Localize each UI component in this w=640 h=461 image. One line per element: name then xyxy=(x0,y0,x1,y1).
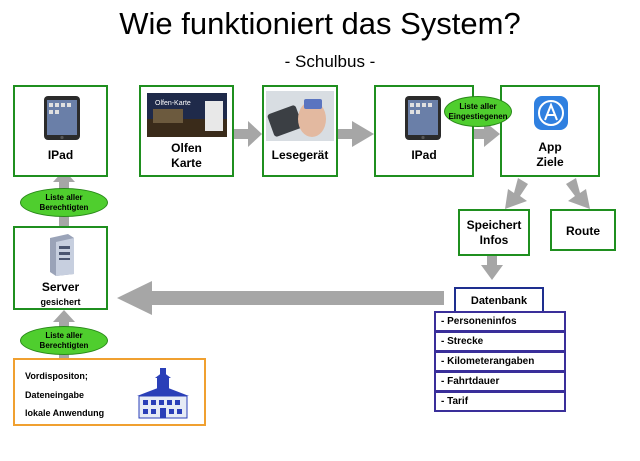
datenbank-item: - Fahrtdauer xyxy=(434,371,566,392)
arrow-app-to-route xyxy=(566,178,590,209)
source-line1: Vordispositon; xyxy=(25,371,88,381)
speichert-infos-box: Speichert Infos xyxy=(458,209,530,256)
oval-eingestiegenen-line2: Eingestiegenen xyxy=(448,111,508,121)
page-subtitle: - Schulbus - xyxy=(284,52,376,71)
oval-berechtigten-top: Liste aller Berechtigten xyxy=(20,188,108,217)
speichert-label-line1: Speichert xyxy=(466,218,522,232)
oval-berechtigten-top-line1: Liste aller xyxy=(45,192,83,202)
olfen-label-line2: Karte xyxy=(171,156,202,170)
arrow-app-to-speichert xyxy=(505,178,528,209)
ipad-icon xyxy=(405,96,441,140)
server-icon xyxy=(50,234,74,276)
source-box: Vordispositon; Dateneingabe lokale Anwen… xyxy=(13,358,206,426)
route-box: Route xyxy=(550,209,616,251)
oval-eingestiegenen: Liste aller Eingestiegenen xyxy=(444,96,512,127)
page-title: Wie funktioniert das System? xyxy=(119,6,521,41)
datenbank-item: - Personeninfos xyxy=(434,311,566,332)
olfen-karte-box: Olfen-Karte Olfen Karte xyxy=(139,85,234,177)
datenbank-title: Datenbank xyxy=(454,287,544,313)
olfen-card-image xyxy=(147,93,227,137)
card-reader-image xyxy=(266,91,334,141)
ipad-left-box: IPad xyxy=(13,85,108,177)
olfen-card-text: Olfen-Karte xyxy=(155,100,191,107)
server-label-line2: gesichert xyxy=(40,297,81,307)
arrow-speichert-to-datenbank xyxy=(481,256,503,280)
oval-berechtigten-bottom-line1: Liste aller xyxy=(45,330,83,340)
route-label: Route xyxy=(566,224,600,238)
arrow-lesegeraet-to-ipad xyxy=(338,121,374,147)
datenbank-item: - Tarif xyxy=(434,391,566,412)
app-label-line1: App xyxy=(538,140,562,154)
speichert-label-line2: Infos xyxy=(479,233,509,247)
app-ziele-box: App Ziele xyxy=(500,85,600,177)
arrow-datenbank-to-server xyxy=(117,281,444,315)
datenbank-item: - Strecke xyxy=(434,331,566,352)
source-line3: lokale Anwendung xyxy=(25,408,105,418)
server-box: Server gesichert xyxy=(13,226,108,310)
oval-berechtigten-bottom-line2: Berechtigten xyxy=(39,340,89,350)
app-label-line2: Ziele xyxy=(536,155,564,169)
lesegeraet-label: Lesegerät xyxy=(271,148,329,162)
oval-eingestiegenen-line1: Liste aller xyxy=(459,101,497,111)
ipad-icon xyxy=(44,96,80,140)
source-line2: Dateneingabe xyxy=(25,390,85,400)
olfen-label-line1: Olfen xyxy=(171,141,202,155)
datenbank-item: - Kilometerangaben xyxy=(434,351,566,372)
oval-berechtigten-bottom: Liste aller Berechtigten xyxy=(20,326,108,355)
app-store-icon xyxy=(534,96,568,130)
server-label-line1: Server xyxy=(41,280,80,294)
ipad-left-label: IPad xyxy=(47,148,74,162)
ipad-mid-label: IPad xyxy=(411,148,437,162)
lesegeraet-box: Lesegerät xyxy=(262,85,338,177)
town-hall-icon xyxy=(137,368,189,419)
arrow-olfen-to-lesegeraet xyxy=(234,121,262,147)
oval-berechtigten-top-line2: Berechtigten xyxy=(39,202,89,212)
arrow-ipad-to-app xyxy=(474,121,500,147)
